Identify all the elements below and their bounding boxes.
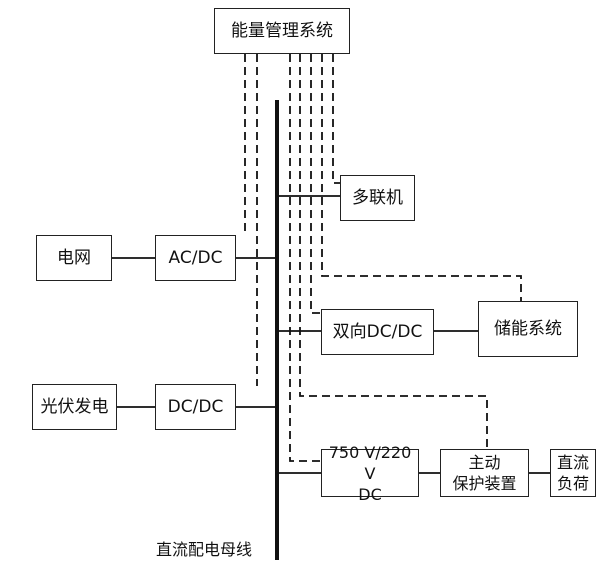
storage-box: 储能系统 — [478, 301, 578, 357]
comm-line-multisplit — [332, 54, 340, 184]
acdc-box: AC/DC — [155, 235, 236, 281]
protection-box: 主动 保护装置 — [440, 449, 529, 497]
comm-line-bidir — [310, 54, 321, 314]
multi-split-box: 多联机 — [340, 175, 415, 221]
solid-connections — [112, 195, 550, 474]
comm-lines — [244, 54, 522, 462]
bidir-dcdc-box: 双向DC/DC — [321, 309, 434, 355]
dcdc-box: DC/DC — [155, 384, 236, 430]
grid-box: 电网 — [36, 235, 112, 281]
comm-line-storage — [321, 54, 522, 301]
comm-line-converter — [289, 54, 321, 462]
comm-line-protection — [299, 54, 488, 449]
converter-box: 750 V/220 V DC — [321, 443, 419, 504]
pv-box: 光伏发电 — [32, 384, 117, 430]
ems-box: 能量管理系统 — [214, 8, 350, 54]
dc-load-box: 直流 负荷 — [550, 449, 596, 497]
bus-label: 直流配电母线 — [156, 540, 253, 559]
